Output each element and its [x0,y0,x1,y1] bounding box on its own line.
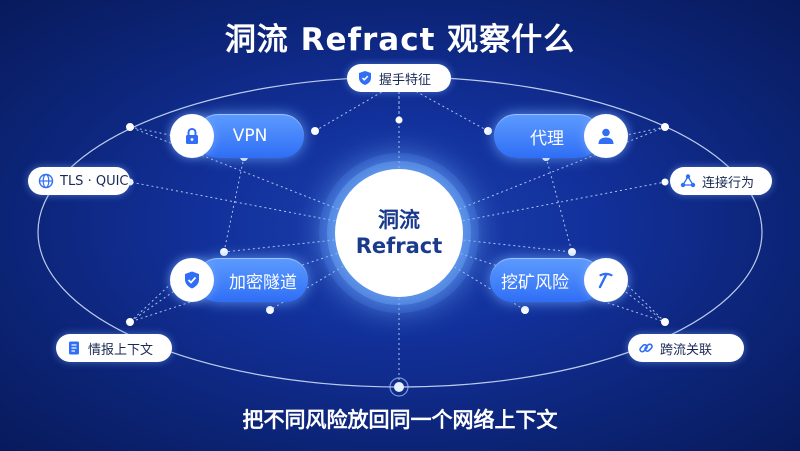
feature-vpn: VPN [196,114,304,158]
tag-label: TLS · QUIC [60,173,129,189]
feature-mining-risk: 挖矿风险 [490,258,602,302]
tag-connection-behavior: 连接行为 [670,167,772,195]
feature-proxy: 代理 [494,114,600,158]
center-title: 洞流 [378,208,420,232]
page-title: 洞流 Refract 观察什么 [224,22,576,58]
footer-caption: 把不同风险放回同一个网络上下文 [242,408,558,432]
feature-label: VPN [232,126,268,146]
shield-check-icon [185,271,199,289]
center-node: 洞流 Refract [335,169,463,297]
link-icon [639,343,653,353]
globe-icon [38,173,54,189]
tag-label: 跨流关联 [660,342,713,358]
user-icon [598,128,614,144]
tag-cross-flow: 跨流关联 [628,334,744,362]
feature-label: 挖矿风险 [501,272,569,293]
feature-label: 加密隧道 [229,272,297,293]
document-icon [69,341,79,355]
tag-tls-quic: TLS · QUIC [28,167,130,195]
lock-icon [186,127,198,144]
feature-vpn-badge [170,114,214,158]
feature-label: 代理 [530,128,564,149]
tag-label: 情报上下文 [88,342,154,358]
tag-intel-context: 情报上下文 [56,334,172,362]
tag-handshake: 握手特征 [347,64,451,92]
feature-proxy-badge [584,114,628,158]
shield-icon [359,71,371,85]
feature-encrypted-tunnel: 加密隧道 [196,258,308,302]
feature-mining-badge [584,258,628,302]
pickaxe-icon [598,272,613,289]
feature-tunnel-badge [170,258,214,302]
tag-label: 连接行为 [702,175,755,191]
tag-label: 握手特征 [379,72,432,88]
center-subtitle: Refract [355,234,443,258]
network-icon [680,174,696,188]
